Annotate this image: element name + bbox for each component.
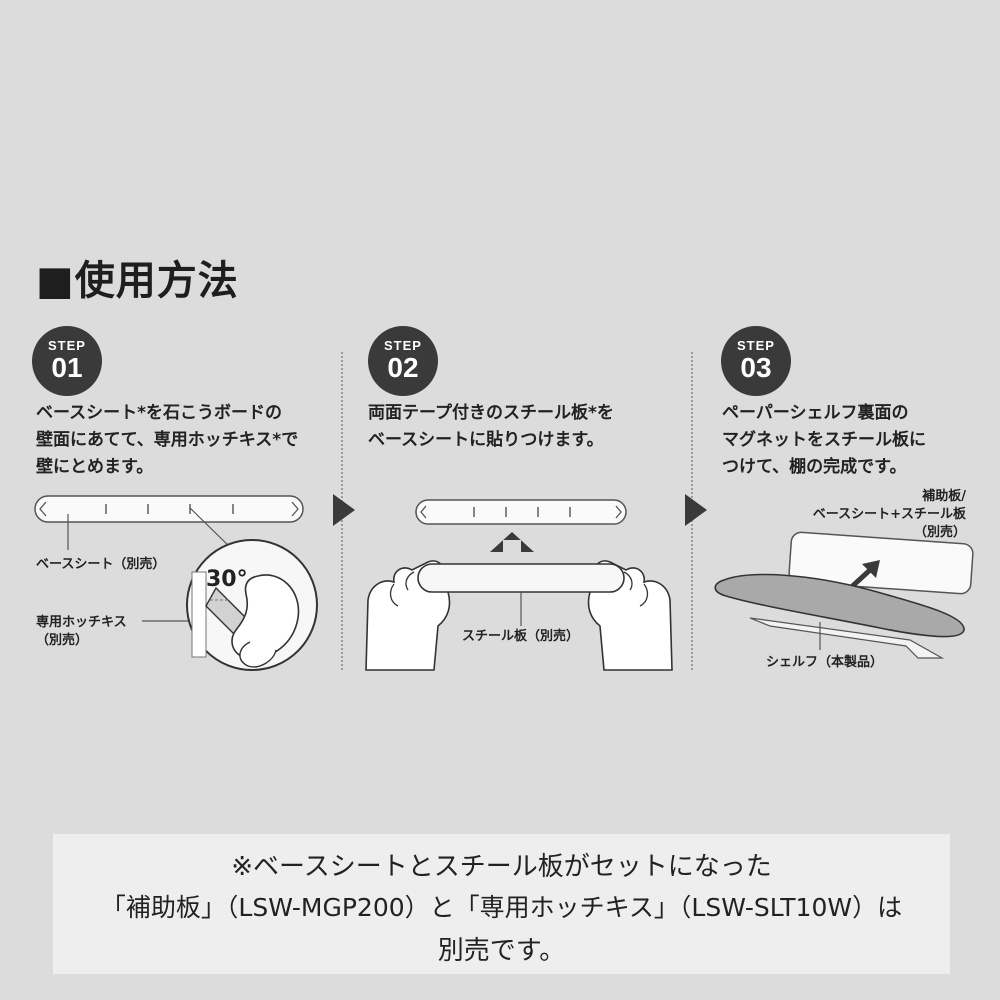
step-description-02: 両面テープ付きのスチール板*を ベースシートに貼りつけます。 [368, 403, 614, 450]
note-box: ※ベースシートとスチール板がセットになった 「補助板」（LSW-MGP200）と… [53, 834, 950, 974]
note-line-2: 「補助板」（LSW-MGP200）と「専用ホッチキス」（LSW-SLT10W）は [100, 893, 903, 922]
step-badge-01: STEP 01 [32, 326, 102, 396]
step-badge-03: STEP 03 [721, 326, 791, 396]
base-sheet-callout: ベースシート（別売） [36, 557, 166, 572]
shelf-callout: シェルフ（本製品） [766, 655, 884, 670]
step-badge-02: STEP 02 [368, 326, 438, 396]
steel-plate-callout: スチール板（別売） [462, 629, 580, 644]
step-description-01: ベースシート*を石こうボードの 壁面にあてて、専用ホッチキス*で 壁にとめます。 [36, 403, 299, 477]
angle-label: 30° [206, 567, 248, 592]
base-sheet-wall-illustration [34, 495, 318, 671]
stapler-callout: 専用ホッチキス （別売） [36, 615, 127, 648]
note-line-1: ※ベースシートとスチール板がセットになった [231, 852, 772, 882]
next-step-arrow-icon [685, 494, 707, 526]
step-number: 01 [51, 352, 83, 383]
shelf-complete-illustration [714, 531, 974, 659]
next-step-arrow-icon [333, 494, 355, 526]
step-label: STEP [48, 338, 86, 353]
step-label: STEP [737, 338, 775, 353]
step-number: 03 [740, 352, 772, 383]
step-description-03: ペーパーシェルフ裏面の マグネットをスチール板に つけて、棚の完成です。 [722, 403, 926, 477]
note-line-3: 別売です。 [437, 936, 566, 966]
step-number: 02 [387, 352, 419, 383]
plate-callout: 補助板/ ベースシート+スチール板 （別売） [812, 489, 966, 540]
step-label: STEP [384, 338, 422, 353]
steel-plate-attach-illustration [365, 499, 673, 671]
page-title: ■使用方法 [36, 258, 239, 304]
